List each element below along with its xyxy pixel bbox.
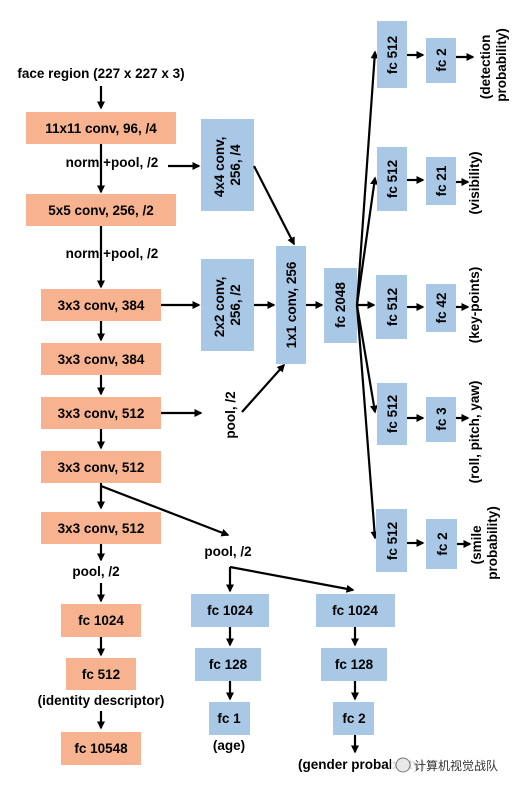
input-label: face region (227 x 227 x 3) (17, 66, 184, 81)
conv4x4-label: 4x4 conv, 256, /4 (212, 133, 243, 197)
gender-fc2-label: fc 2 (342, 711, 365, 726)
age-fc1-box (209, 702, 250, 735)
arrow-to-age-gender-pool (100, 484, 230, 537)
arrow-fc2048-head-detection (355, 50, 379, 306)
head-keypoints-fc512-box (376, 275, 407, 339)
conv7-box (41, 512, 161, 544)
head-smile-result-label: (smile probability) (469, 506, 500, 580)
gender-fc128-label: fc 128 (335, 657, 374, 672)
head-visibility-out-label: fc 21 (434, 165, 449, 196)
conv4x4-box (201, 119, 254, 211)
watermark-background (391, 754, 521, 776)
head-visibility-fc512-box (377, 147, 407, 211)
watermark: 计算机视觉战队 (391, 754, 521, 776)
age-fc128-box (195, 648, 261, 681)
conv2-label: 5x5 conv, 256, /2 (48, 203, 154, 218)
head-detection-result-line1: (detection (478, 35, 493, 100)
conv1-label: 11x11 conv, 96, /4 (45, 121, 157, 136)
norm-pool-1-label: norm +pool, /2 (66, 155, 159, 170)
head-detection-out-box (426, 38, 456, 83)
arrow-pool-conv1x1 (241, 363, 285, 413)
age-fc128-label: fc 128 (209, 657, 248, 672)
conv1x1-label: 1x1 conv, 256 (284, 261, 299, 348)
gender-fc128-box (321, 648, 387, 681)
head-smile-out-box (426, 519, 457, 569)
head-smile-fc512-box (376, 509, 407, 572)
fc2048-box (324, 268, 357, 343)
head-pose-result-label: (roll, pitch, yaw) (467, 381, 482, 484)
head-keypoints-out-box (426, 284, 456, 332)
head-detection-fc512-box (377, 21, 407, 88)
conv2x2-label: 2x2 conv, 256, /2 (212, 273, 243, 337)
head-pose-fc512-label: fc 512 (385, 395, 400, 433)
head-detection-out-label: fc 2 (434, 48, 449, 71)
conv2x2-box (201, 259, 254, 351)
age-label: (age) (213, 738, 245, 753)
fc1024-box (61, 604, 141, 637)
head-smile-out-label: fc 2 (435, 532, 450, 555)
head-pose-out-label: fc 3 (434, 407, 449, 431)
conv2x2-label-line1: 2x2 conv, (212, 277, 227, 338)
conv6-label: 3x3 conv, 512 (58, 460, 145, 475)
fusion-pool-label: pool, /2 (223, 391, 238, 438)
head-visibility-out-box (426, 157, 456, 205)
gender-fc1024-box (316, 594, 395, 627)
age-fc1024-label: fc 1024 (207, 603, 253, 618)
head-keypoints-fc512-label: fc 512 (385, 288, 400, 326)
watermark-text: 计算机视觉战队 (414, 758, 498, 773)
age-fc1-label: fc 1 (217, 711, 241, 726)
head-pose-out-box (426, 397, 456, 442)
left-pool-label: pool, /2 (72, 564, 119, 579)
conv7-label: 3x3 conv, 512 (58, 521, 145, 536)
head-detection-result-line2: probability) (494, 28, 509, 102)
gender-fc2-box (333, 702, 374, 735)
conv1x1-box (276, 246, 306, 364)
fc10548-label: fc 10548 (74, 741, 128, 756)
conv2-box (26, 194, 176, 226)
conv1-box (26, 112, 176, 144)
fc1024-label: fc 1024 (78, 613, 124, 628)
arrow-fc2048-head-pose (355, 304, 378, 414)
fc512-box (66, 658, 136, 690)
head-keypoints-result-label: (key-points) (467, 267, 482, 344)
conv2x2-label-line2: 256, /2 (228, 284, 243, 325)
conv3-label: 3x3 conv, 384 (58, 298, 145, 313)
conv6-box (41, 451, 161, 483)
age-fc1024-box (191, 594, 269, 627)
head-smile-fc512-label: fc 512 (385, 522, 400, 560)
conv4-label: 3x3 conv, 384 (58, 352, 145, 367)
fc2048-label: fc 2048 (333, 282, 348, 328)
head-keypoints-out-label: fc 42 (434, 293, 449, 324)
head-pose-fc512-box (377, 383, 407, 445)
wechat-icon (395, 757, 411, 773)
age-gender-pool-label: pool, /2 (204, 544, 251, 559)
conv3-box (41, 289, 161, 321)
head-visibility-fc512-label: fc 512 (385, 160, 400, 198)
fc512-label: fc 512 (82, 667, 120, 682)
gender-fc1024-label: fc 1024 (332, 603, 378, 618)
conv5-label: 3x3 conv, 512 (58, 406, 145, 421)
head-detection-fc512-label: fc 512 (385, 36, 400, 74)
conv4x4-label-line1: 4x4 conv, (212, 137, 227, 198)
conv4x4-label-line2: 256, /4 (228, 144, 243, 186)
head-smile-result-line1: (smile (469, 525, 484, 565)
head-visibility-result-label: (visibility) (467, 151, 482, 214)
arrow-fc2048-head-smile (355, 304, 379, 540)
head-detection-result-label: (detection probability) (478, 28, 509, 102)
arrow-pool-to-gender (229, 565, 355, 593)
arrow-conv4x4-conv1x1 (253, 165, 295, 246)
fc10548-box (61, 732, 141, 765)
norm-pool-2-label: norm +pool, /2 (66, 246, 159, 261)
conv4-box (41, 343, 161, 375)
head-smile-result-line2: probability) (485, 506, 500, 580)
identity-descriptor-label: (identity descriptor) (38, 693, 165, 708)
arrow-fc2048-head-visibility (355, 176, 379, 306)
conv5-box (41, 397, 161, 429)
